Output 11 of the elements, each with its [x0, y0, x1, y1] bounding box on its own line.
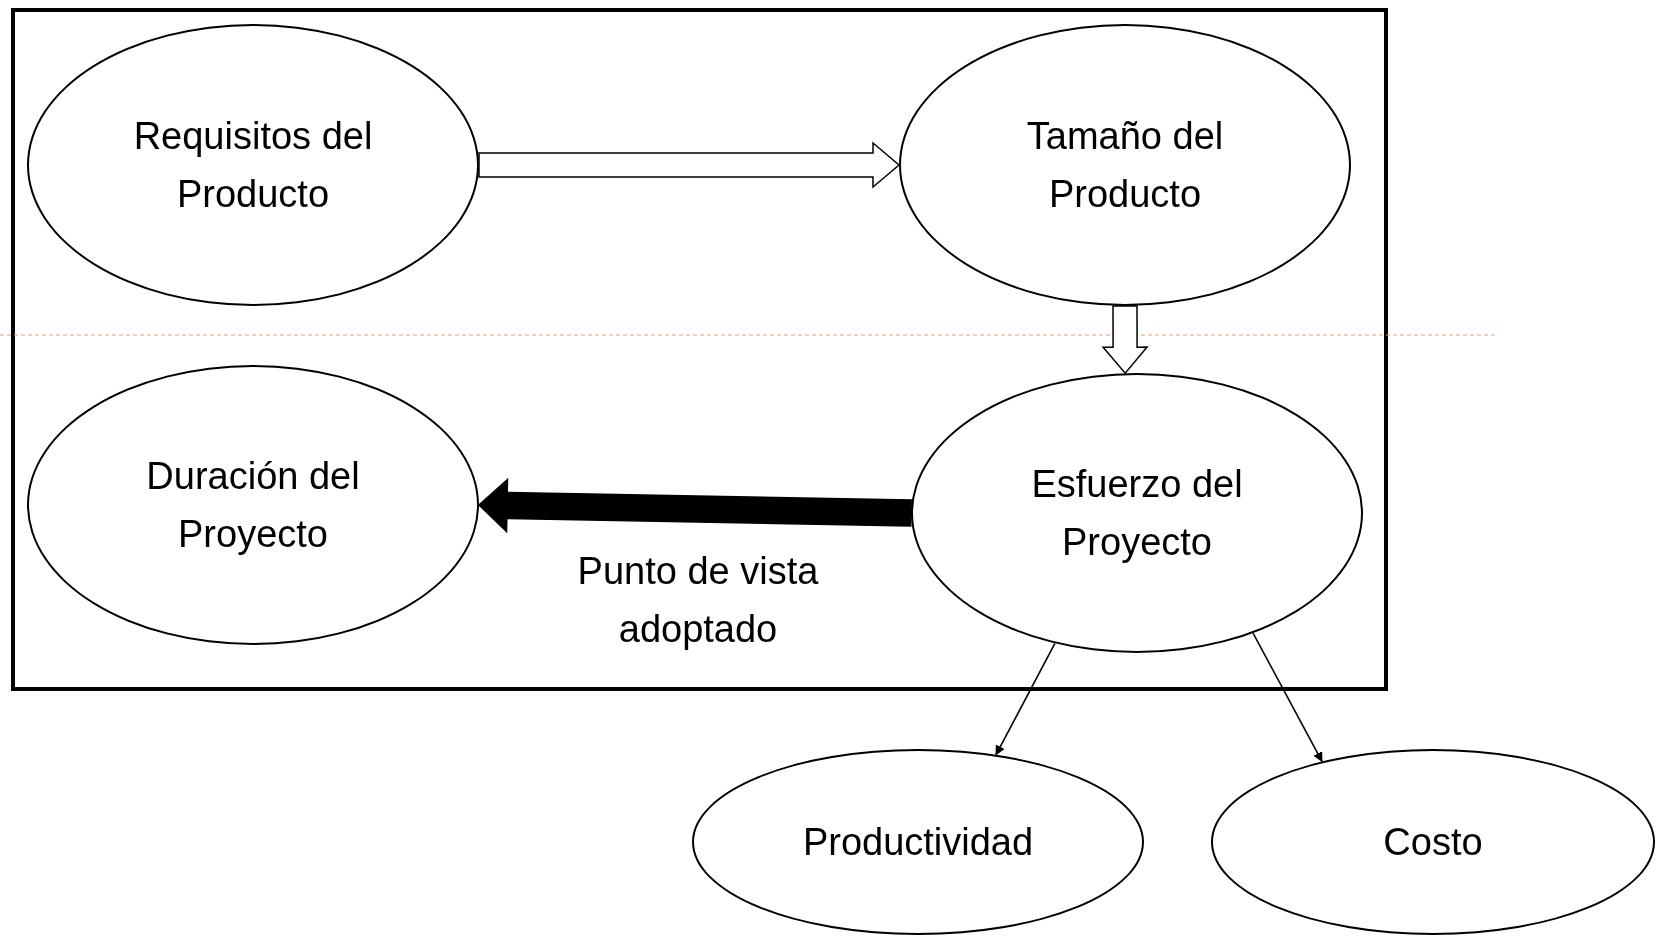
node-label: Productividad	[802, 820, 1034, 865]
arrow	[995, 642, 1056, 756]
node-label: Duración del Proyecto	[145, 454, 361, 557]
node-label: Tamaño del Producto	[1025, 114, 1225, 217]
node-label: Requisitos del Producto	[132, 114, 374, 217]
hollow-block-arrow	[478, 141, 901, 189]
node-label: Costo	[1383, 820, 1483, 865]
block-arrow	[477, 477, 912, 534]
hollow-block-arrow	[1101, 305, 1149, 375]
node-label: Esfuerzo del Proyecto	[1030, 462, 1244, 565]
arrow	[1252, 632, 1323, 763]
